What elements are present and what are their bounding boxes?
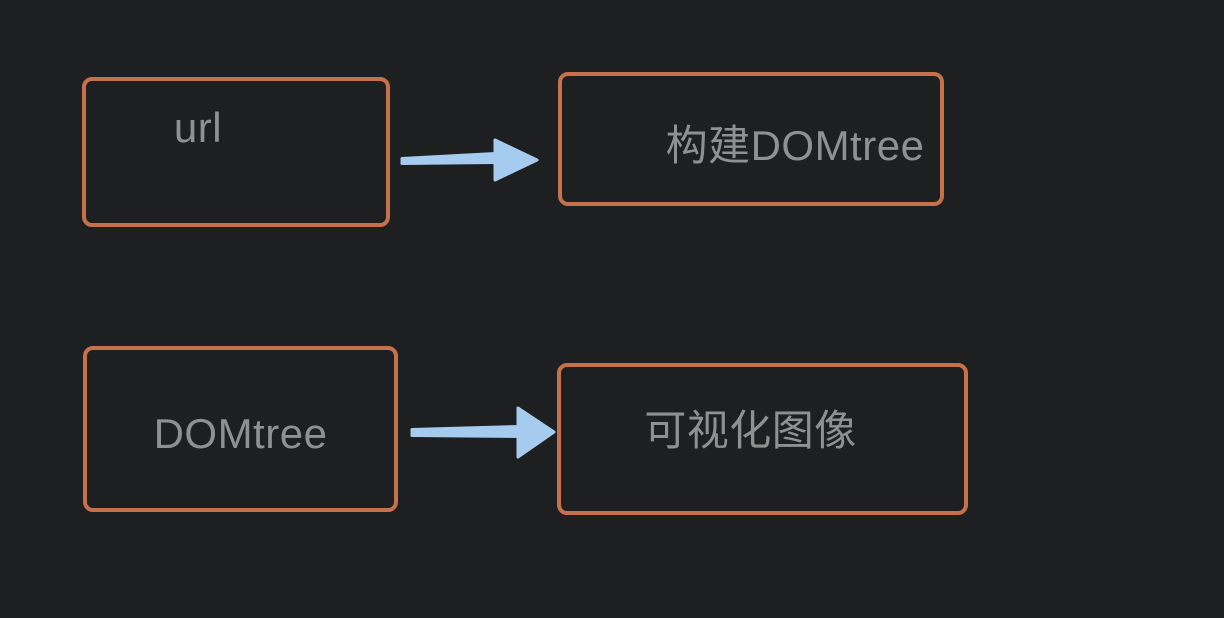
edge-arrow-url-to-build-domtree	[400, 138, 539, 182]
arrow-head-icon	[493, 138, 539, 182]
node-visual-image-label: 可视化图像	[644, 406, 857, 454]
node-domtree: DOMtree	[83, 346, 398, 512]
node-url: url	[82, 77, 390, 227]
node-url-label: url	[173, 103, 223, 151]
node-domtree-label: DOMtree	[153, 409, 328, 457]
arrow-head-icon	[516, 406, 556, 459]
edge-arrow-domtree-to-visual-image	[410, 406, 556, 459]
arrow-shaft	[400, 152, 497, 165]
node-build-domtree-label: 构建DOMtree	[665, 121, 925, 169]
node-build-domtree: 构建DOMtree	[558, 72, 944, 206]
node-visual-image: 可视化图像	[557, 363, 968, 515]
arrow-shaft	[410, 425, 520, 438]
